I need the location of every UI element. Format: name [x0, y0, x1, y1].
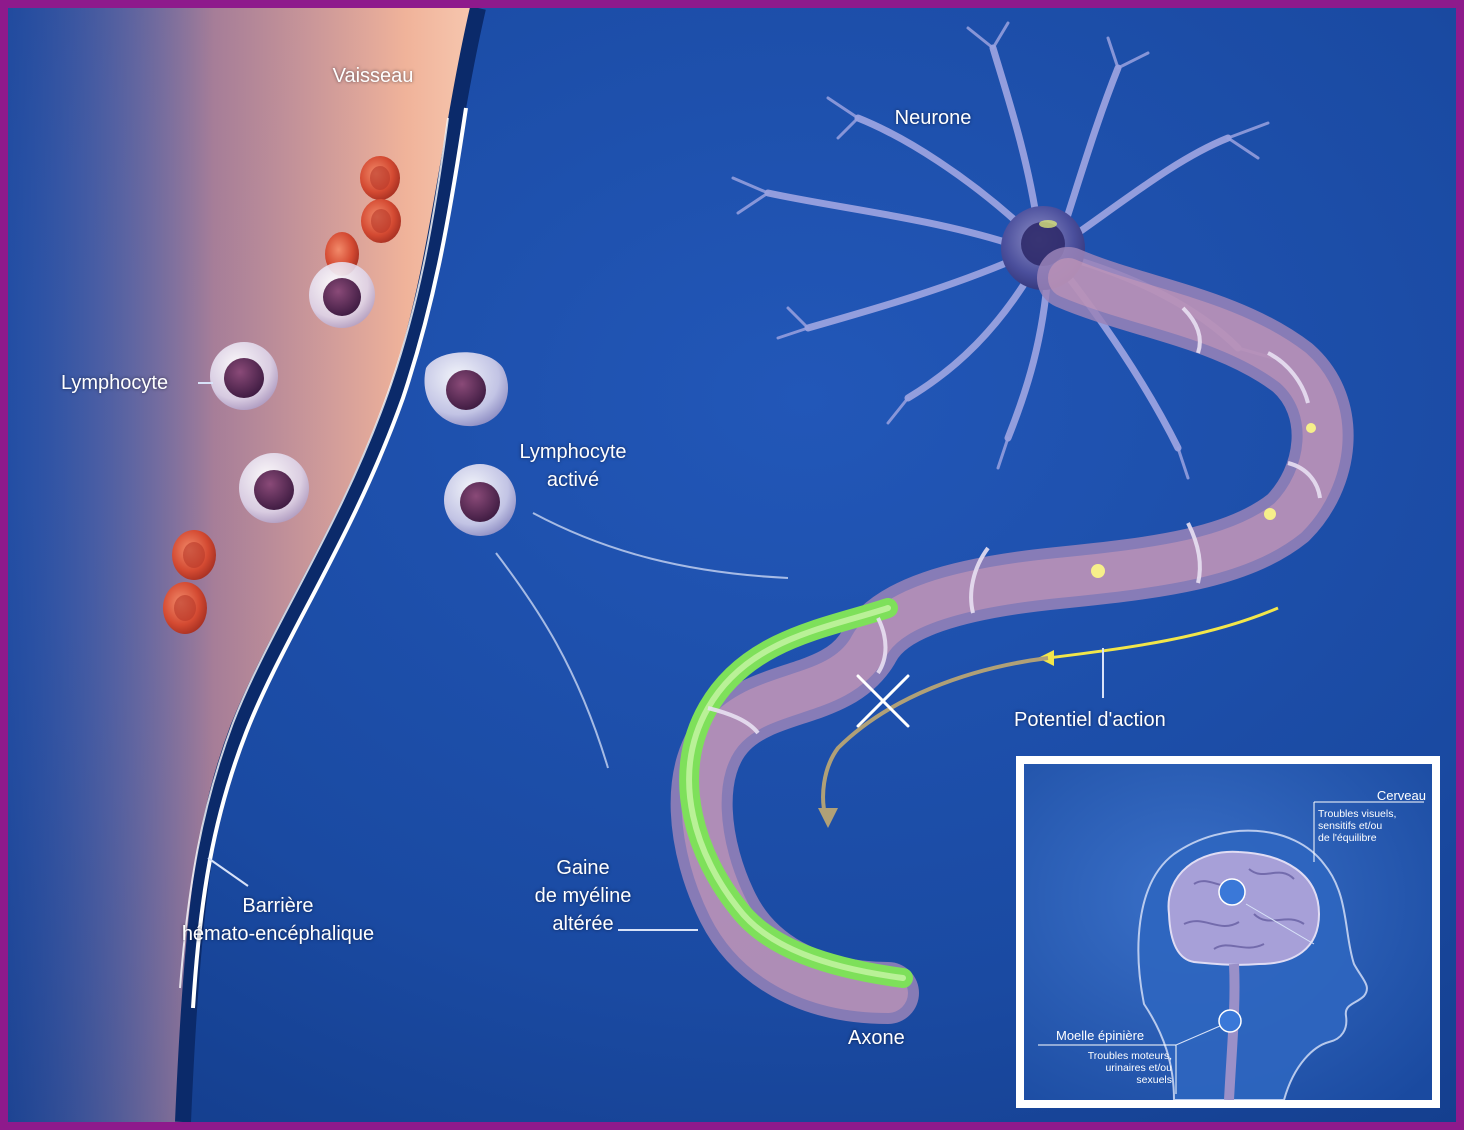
brain-symptom-line2: sensitifs et/ou: [1318, 820, 1382, 832]
myelin-label-line3: altérée: [513, 910, 653, 938]
barrier-label-line2: hémato-encéphalique: [158, 920, 398, 948]
myelin-label-line2: de myéline: [513, 882, 653, 910]
vessel-label: Vaisseau: [318, 62, 428, 90]
brain-label: Cerveau: [1316, 788, 1426, 803]
lymphocyte-label: Lymphocyte: [61, 369, 168, 397]
spinal-symptom-line2: urinaires et/ou: [1056, 1062, 1172, 1074]
activated-lymphocyte-label-line2: activé: [508, 466, 638, 494]
spinal-symptom-line1: Troubles moteurs,: [1056, 1050, 1172, 1062]
action-potential-label: Potentiel d'action: [1014, 706, 1166, 734]
spinal-cord-label: Moelle épinière: [1056, 1028, 1144, 1043]
spinal-lesion-marker: [1219, 1010, 1241, 1032]
activated-lymphocyte-label-line1: Lymphocyte: [508, 438, 638, 466]
axon-label: Axone: [848, 1024, 905, 1052]
brain-symptom-line3: de l'équilibre: [1318, 832, 1377, 844]
myelin-label-line1: Gaine: [513, 854, 653, 882]
barrier-label-line1: Barrière: [158, 892, 398, 920]
inset-panel: Cerveau Troubles visuels, sensitifs et/o…: [1016, 756, 1440, 1108]
neuron-label: Neurone: [878, 104, 988, 132]
spinal-symptom-line3: sexuels: [1056, 1074, 1172, 1086]
brain-lesion-marker: [1219, 879, 1245, 905]
brain-symptom-line1: Troubles visuels,: [1318, 808, 1396, 820]
